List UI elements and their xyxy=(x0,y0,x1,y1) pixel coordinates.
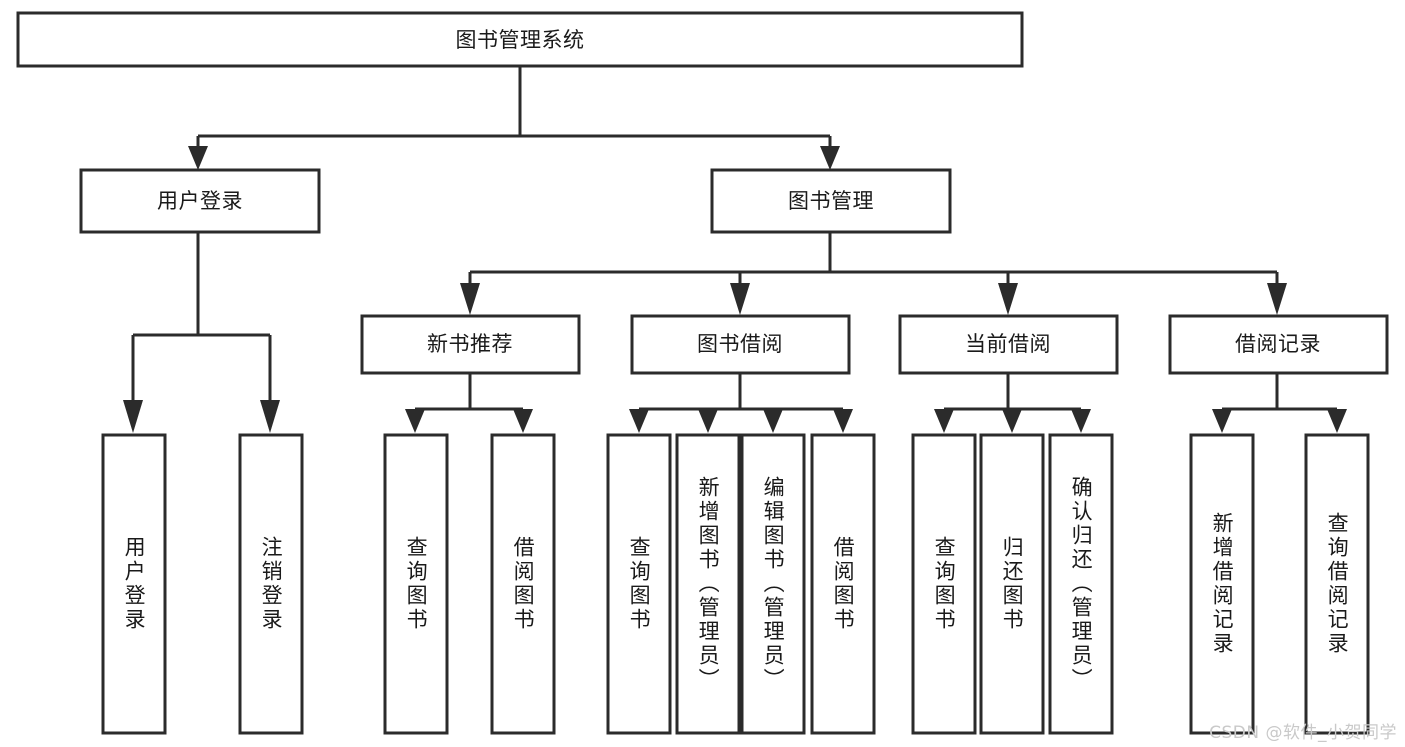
arrow-head-nbr-leaf-2 xyxy=(513,409,533,433)
node-label-new-book-recommend: 新书推荐 xyxy=(427,332,513,356)
arrow-head-nbr-leaf-1 xyxy=(405,409,425,433)
node-box-leaf-bb-query-book[interactable] xyxy=(606,433,672,735)
node-box-user-login[interactable] xyxy=(79,168,321,234)
node-label-book-borrow: 图书借阅 xyxy=(697,332,783,356)
arrow-head-cb-leaf-2 xyxy=(1002,409,1022,433)
connector-group-root xyxy=(188,66,840,170)
connector-group-new-book-recommend xyxy=(405,373,533,433)
node-box-leaf-bb-edit-book[interactable] xyxy=(740,433,806,735)
node-label-borrow-record: 借阅记录 xyxy=(1235,332,1321,356)
node-box-leaf-br-query-record[interactable] xyxy=(1304,433,1370,735)
node-box-leaf-br-add-record[interactable] xyxy=(1189,433,1255,735)
node-box-leaf-bb-borrow-book[interactable] xyxy=(810,433,876,735)
node-label-book-management: 图书管理 xyxy=(788,189,874,213)
arrow-head-cb-leaf-1 xyxy=(934,409,954,433)
connector-group-book-mgmt xyxy=(460,232,1287,315)
node-box-current-borrow[interactable] xyxy=(898,314,1119,375)
node-box-leaf-logout[interactable] xyxy=(238,433,304,735)
node-box-leaf-nbr-borrow-book[interactable] xyxy=(490,433,556,735)
arrow-head-cb-leaf-3 xyxy=(1071,409,1091,433)
node-box-leaf-cb-confirm-return[interactable] xyxy=(1048,433,1114,735)
node-box-root[interactable] xyxy=(16,11,1024,68)
node-box-leaf-bb-add-book[interactable] xyxy=(675,433,741,735)
arrow-head-book-mgmt xyxy=(820,146,840,170)
arrow-head-bb-leaf-2 xyxy=(698,409,718,433)
connector-group-borrow-record xyxy=(1212,373,1347,433)
node-box-book-management[interactable] xyxy=(710,168,952,234)
node-box-leaf-nbr-query-book[interactable] xyxy=(383,433,449,735)
arrow-head-book-borrow xyxy=(730,283,750,315)
node-box-new-book-recommend[interactable] xyxy=(360,314,581,375)
connector-group-user-login xyxy=(123,232,280,433)
node-label-user-login: 用户登录 xyxy=(157,189,243,213)
arrow-head-new-book-recommend xyxy=(460,283,480,315)
arrow-head-br-leaf-1 xyxy=(1212,409,1232,433)
arrow-head-borrow-record xyxy=(1267,283,1287,315)
arrow-head-current-borrow xyxy=(998,283,1018,315)
node-box-leaf-cb-return-book[interactable] xyxy=(979,433,1045,735)
arrow-head-leaf-user-login xyxy=(123,400,143,433)
node-box-leaf-user-login[interactable] xyxy=(101,433,167,735)
node-label-root: 图书管理系统 xyxy=(456,28,585,52)
connector-group-book-borrow xyxy=(629,373,853,433)
node-box-leaf-cb-query-book[interactable] xyxy=(911,433,977,735)
csdn-watermark: CSDN @软件_小贺同学 xyxy=(1209,723,1397,743)
arrow-head-br-leaf-2 xyxy=(1327,409,1347,433)
node-box-borrow-record[interactable] xyxy=(1168,314,1389,375)
connector-group-current-borrow xyxy=(934,373,1091,433)
arrow-head-bb-leaf-1 xyxy=(629,409,649,433)
node-box-book-borrow[interactable] xyxy=(630,314,851,375)
node-label-current-borrow: 当前借阅 xyxy=(965,332,1051,356)
arrow-head-bb-leaf-4 xyxy=(833,409,853,433)
arrow-head-leaf-logout xyxy=(260,400,280,433)
arrow-head-user-login xyxy=(188,146,208,170)
arrow-head-bb-leaf-3 xyxy=(763,409,783,433)
